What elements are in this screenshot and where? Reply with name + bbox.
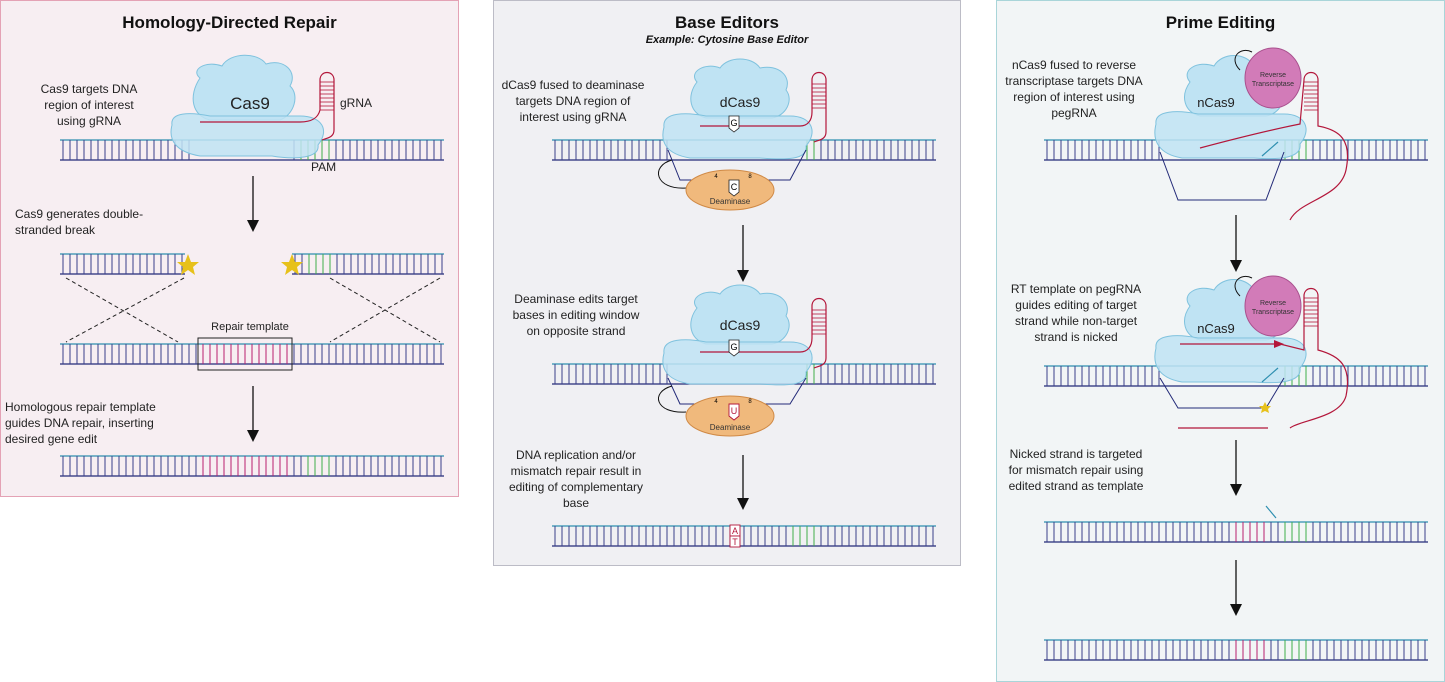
svg-text:G: G	[730, 118, 737, 128]
hdr-step-3-text: Homologous repair template guides DNA re…	[5, 400, 156, 446]
deaminase-2: Deaminase 4 8 U	[685, 395, 775, 437]
be-panel-subtitle: Example: Cytosine Base Editor	[645, 34, 809, 46]
dcas9-label-2: dCas9	[720, 317, 761, 333]
svg-text:4: 4	[714, 174, 718, 180]
be-grna-hairpin-1	[700, 71, 827, 143]
be-arrow-1	[737, 225, 749, 282]
pe-bubble-2	[1159, 377, 1285, 409]
hdr-dna-3	[60, 343, 444, 365]
linker-2	[658, 385, 687, 413]
svg-text:8: 8	[748, 399, 752, 405]
be-arrow-2	[737, 455, 749, 510]
svg-text:Deaminase: Deaminase	[710, 423, 751, 432]
svg-text:Reverse: Reverse	[1260, 72, 1286, 79]
pe-dna-4	[1044, 639, 1428, 661]
pe-step-3-text: Nicked strand is targeted for mismatch r…	[1008, 447, 1144, 493]
svg-text:G: G	[730, 342, 737, 352]
svg-text:U: U	[731, 406, 738, 416]
svg-text:4: 4	[714, 399, 718, 405]
dna-layer	[60, 139, 1428, 661]
nick-star	[1259, 402, 1271, 413]
hdr-dna-2b	[292, 253, 444, 275]
linker-1	[658, 159, 687, 189]
pam-label: PAM	[311, 160, 336, 174]
pegrna-1	[1199, 71, 1349, 221]
dcas9-label-1: dCas9	[720, 94, 761, 110]
hdr-step-1-text: Cas9 targets DNA region of interest usin…	[40, 82, 138, 128]
ncas9-label-2: nCas9	[1197, 321, 1235, 336]
base-tag-g-1: G	[728, 115, 740, 133]
ncas9-label-1: nCas9	[1197, 95, 1235, 110]
dcas9-protein-2: dCas9	[662, 284, 813, 386]
pe-arrow-1	[1230, 215, 1242, 272]
pe-arrow-2	[1230, 440, 1242, 496]
grna-hairpin	[200, 71, 335, 141]
repair-template-label: Repair template	[211, 321, 289, 333]
break-star-left	[177, 254, 199, 275]
break-star-right	[281, 254, 303, 275]
pe-linker-1	[1234, 50, 1253, 71]
repair-template-box	[197, 337, 293, 371]
cas9-label: Cas9	[230, 94, 270, 113]
hdr-dna-2a	[60, 253, 185, 275]
hdr-dna-4	[60, 455, 444, 477]
reverse-transcriptase-1: Reverse Transcriptase	[1244, 47, 1302, 109]
hdr-panel-title: Homology-Directed Repair	[122, 13, 337, 32]
be-panel-title: Base Editors	[675, 13, 779, 32]
pe-linker-2	[1234, 276, 1253, 297]
be-dna-3	[552, 525, 936, 547]
edited-base-pair: A T	[729, 524, 741, 548]
crossover-lines	[65, 277, 441, 343]
be-step-2-text: Deaminase edits target bases in editing …	[512, 292, 640, 338]
svg-text:Reverse: Reverse	[1260, 300, 1286, 307]
nicked-flap-1	[1261, 141, 1279, 157]
cas9-protein: Cas9	[170, 54, 324, 159]
pegrna-2	[1180, 287, 1349, 429]
pe-arrow-3	[1230, 560, 1242, 616]
be-step-1-text: dCas9 fused to deaminase targets DNA reg…	[501, 78, 645, 124]
pe-dna-3	[1044, 521, 1428, 543]
hdr-step-2-text: Cas9 generates double-stranded break	[15, 207, 144, 237]
pe-step-1-text: nCas9 fused to reverse transcriptase tar…	[1005, 58, 1143, 120]
grna-label: gRNA	[340, 96, 372, 110]
svg-text:Transcriptase: Transcriptase	[1252, 309, 1294, 316]
pe-step-2-text: RT template on pegRNA guides editing of …	[1010, 282, 1142, 344]
svg-text:T: T	[732, 537, 738, 547]
pe-bubble-1	[1159, 151, 1285, 201]
dcas9-protein-1: dCas9	[662, 58, 813, 160]
hdr-arrow-1	[247, 176, 259, 232]
reverse-transcriptase-2: Reverse Transcriptase	[1244, 275, 1302, 337]
deaminase-1: Deaminase 4 8 C	[685, 169, 775, 211]
svg-text:Deaminase: Deaminase	[710, 197, 751, 206]
svg-text:C: C	[731, 182, 738, 192]
svg-text:A: A	[732, 526, 738, 536]
hdr-arrow-2	[247, 386, 259, 442]
pe-panel-title: Prime Editing	[1165, 13, 1276, 32]
be-step-3-text: DNA replication and/or mismatch repair r…	[508, 448, 644, 510]
flap-3	[1265, 505, 1277, 519]
be-grna-hairpin-2	[700, 297, 827, 369]
base-tag-g-2: G	[728, 339, 740, 357]
svg-text:Transcriptase: Transcriptase	[1252, 81, 1294, 88]
svg-text:8: 8	[748, 174, 752, 180]
nicked-flap-2	[1261, 367, 1279, 383]
